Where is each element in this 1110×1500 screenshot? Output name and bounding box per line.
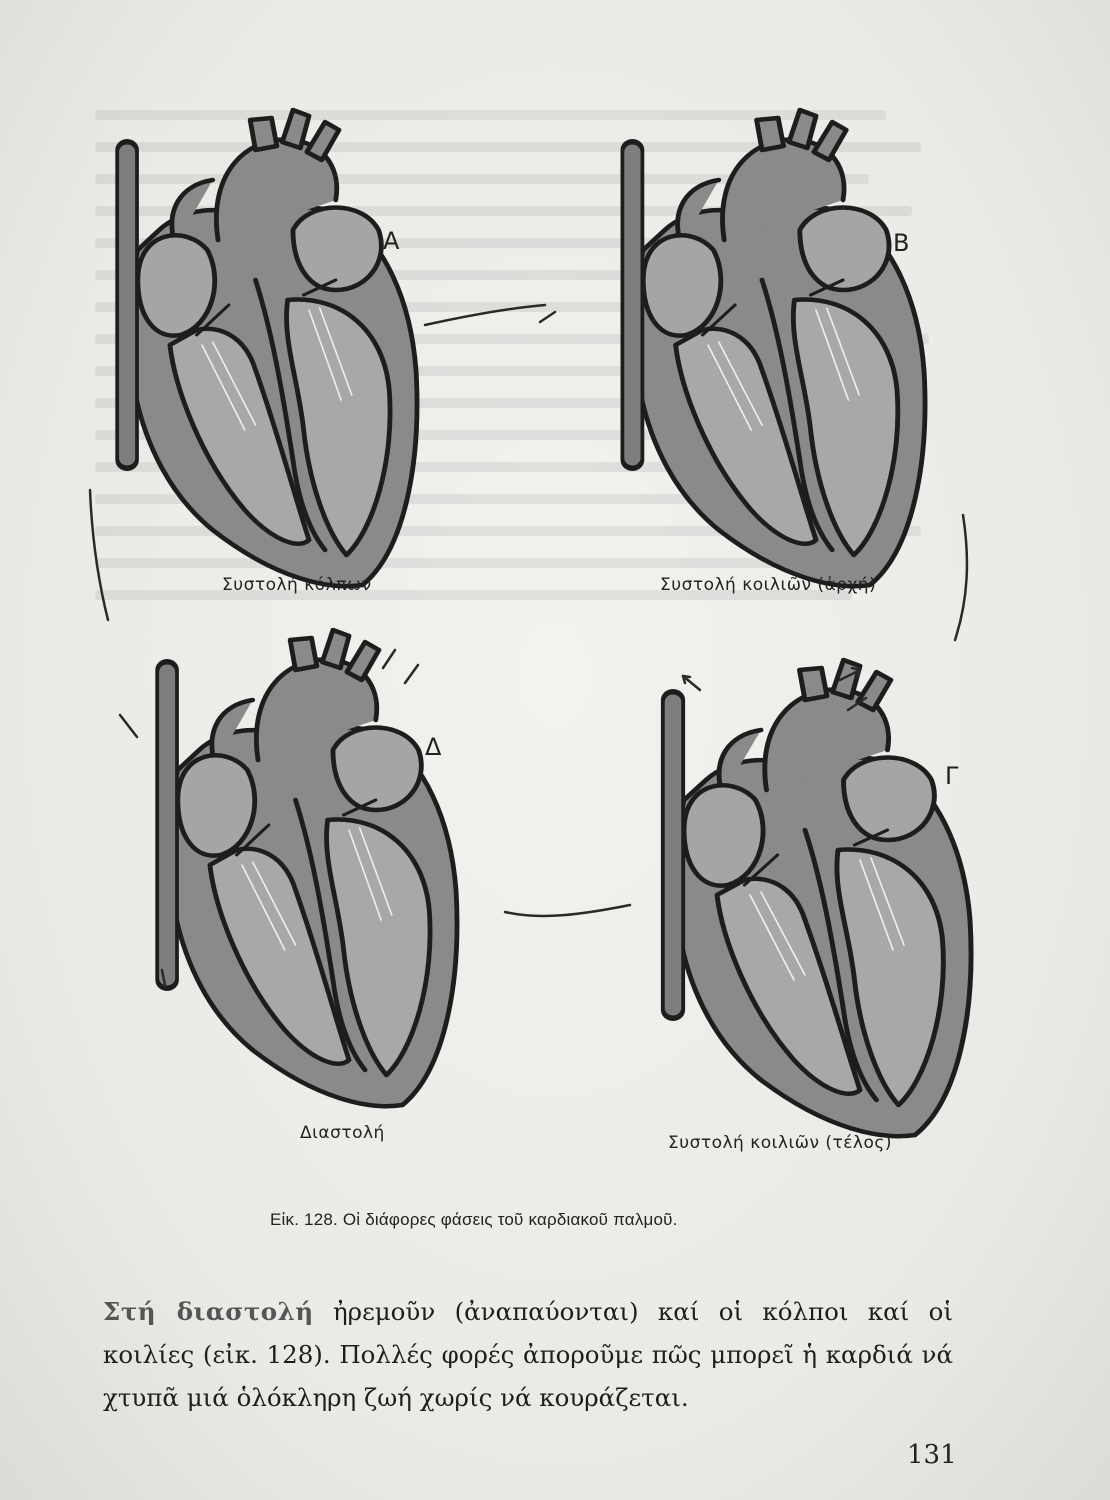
panel-d-phase-label: Διαστολή xyxy=(300,1123,385,1143)
panel-a-letter: Α xyxy=(383,227,400,255)
panel-a-phase-label: Συστολή κόλπων xyxy=(222,575,372,595)
panel-d-letter: Δ xyxy=(425,733,442,761)
cycle-arrows xyxy=(88,303,969,987)
heart-cycle-figure: Α Β Γ Δ Συστολή κόλπων Συστολή κοιλιῶν (… xyxy=(88,0,1110,1200)
paragraph-text: ἠρεμοῦν (ἀναπαύονται) καί οἱ κόλποι καί … xyxy=(103,1297,953,1412)
panel-b-letter: Β xyxy=(893,229,910,257)
panel-g-letter: Γ xyxy=(945,762,959,790)
body-paragraph: Στή διαστολή ἠρεμοῦν (ἀναπαύονται) καί ο… xyxy=(103,1290,953,1419)
heart-panel-b xyxy=(632,110,925,586)
heart-panel-d xyxy=(167,630,457,1106)
reverse-page-bleed-through xyxy=(95,110,955,1430)
figure-caption: Εἰκ. 128. Οἱ διάφορες φάσεις τοῦ καρδιακ… xyxy=(270,1210,678,1229)
paragraph-lead-term: Στή διαστολή xyxy=(103,1297,314,1326)
panel-g-phase-label: Συστολή κοιλιῶν (τέλος) xyxy=(668,1133,892,1153)
page-number: 131 xyxy=(907,1440,957,1470)
heart-illustrations xyxy=(88,0,1110,1200)
panel-b-phase-label: Συστολή κοιλιῶν (ἀρχή) xyxy=(660,575,877,595)
heart-panel-a xyxy=(127,110,417,586)
heart-panel-g xyxy=(673,660,971,1136)
